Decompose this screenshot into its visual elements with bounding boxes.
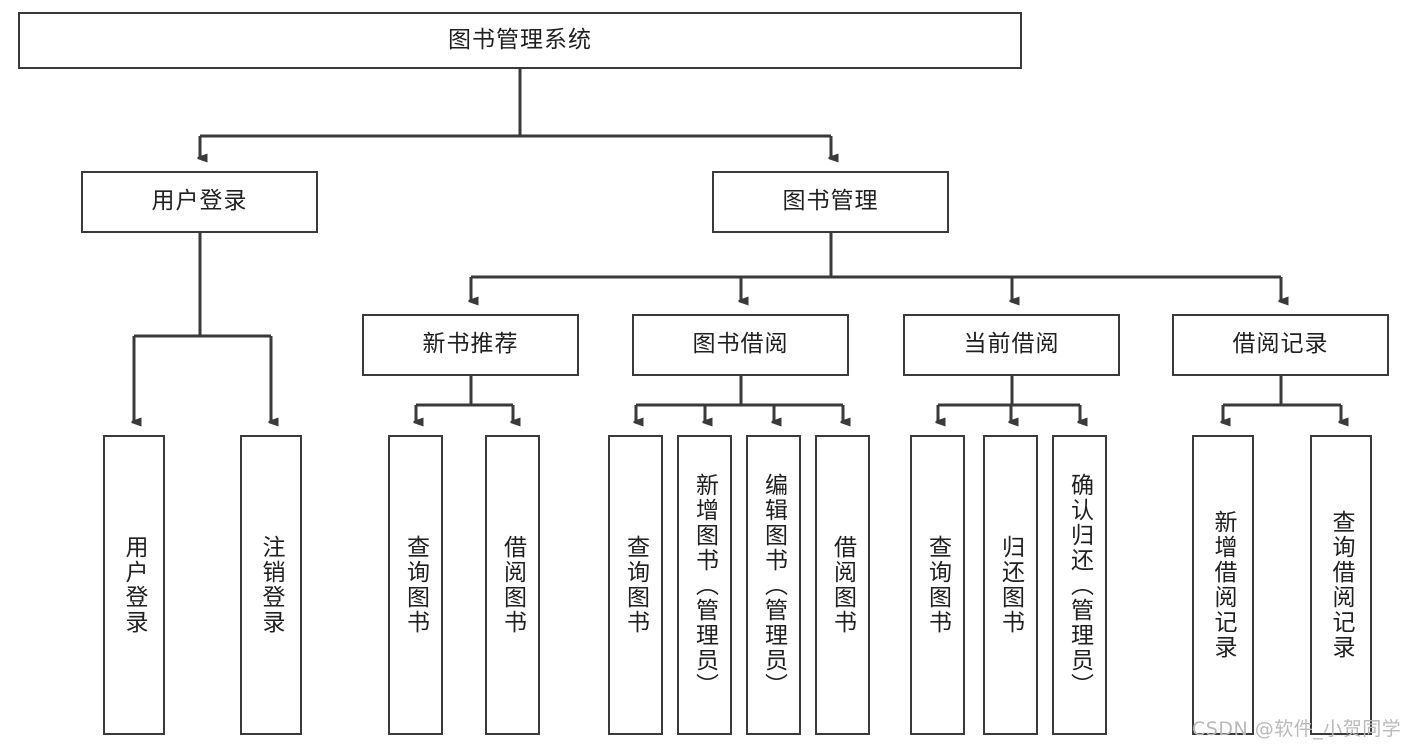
node-leaf-edit-book[interactable]: 编辑图书（管理员） xyxy=(746,435,801,735)
node-book-borrow[interactable]: 图书借阅 xyxy=(632,314,849,376)
node-label: 归还图书 xyxy=(997,535,1024,635)
node-label: 借阅记录 xyxy=(1232,331,1329,358)
node-label: 编辑图书（管理员） xyxy=(760,472,787,698)
node-label: 注销登录 xyxy=(258,535,285,635)
node-leaf-query-book-2[interactable]: 查询图书 xyxy=(608,435,663,735)
node-leaf-query-book-1[interactable]: 查询图书 xyxy=(388,435,443,735)
node-leaf-borrow-book-1[interactable]: 借阅图书 xyxy=(485,435,540,735)
node-leaf-query-record[interactable]: 查询借阅记录 xyxy=(1310,435,1372,735)
node-leaf-borrow-book-2[interactable]: 借阅图书 xyxy=(815,435,870,735)
node-label: 查询借阅记录 xyxy=(1328,510,1355,660)
node-root[interactable]: 图书管理系统 xyxy=(18,12,1022,69)
node-leaf-user-logout[interactable]: 注销登录 xyxy=(240,435,302,735)
node-label: 图书管理 xyxy=(782,188,879,215)
node-book-manage[interactable]: 图书管理 xyxy=(712,171,949,233)
node-new-book-rec[interactable]: 新书推荐 xyxy=(362,314,579,376)
node-leaf-user-login[interactable]: 用户登录 xyxy=(103,435,165,735)
node-label: 查询图书 xyxy=(924,535,951,635)
node-leaf-add-record[interactable]: 新增借阅记录 xyxy=(1192,435,1254,735)
node-label: 图书借阅 xyxy=(692,331,789,358)
node-label: 图书管理系统 xyxy=(448,26,592,53)
node-label: 查询图书 xyxy=(622,535,649,635)
node-label: 借阅图书 xyxy=(499,535,526,635)
node-borrow-record[interactable]: 借阅记录 xyxy=(1172,314,1389,376)
node-label: 当前借阅 xyxy=(963,331,1060,358)
node-user-login[interactable]: 用户登录 xyxy=(81,171,318,233)
node-label: 新增借阅记录 xyxy=(1210,510,1237,660)
node-label: 查询图书 xyxy=(402,535,429,635)
node-label: 用户登录 xyxy=(121,535,148,635)
node-label: 新增图书（管理员） xyxy=(691,472,718,698)
node-label: 用户登录 xyxy=(151,188,248,215)
node-leaf-add-book[interactable]: 新增图书（管理员） xyxy=(677,435,732,735)
node-label: 新书推荐 xyxy=(422,331,519,358)
node-current-borrow[interactable]: 当前借阅 xyxy=(903,314,1120,376)
watermark-label: CSDN @软件_小贺同学 xyxy=(1192,718,1402,740)
node-leaf-confirm-return[interactable]: 确认归还（管理员） xyxy=(1052,435,1107,735)
node-leaf-return-book[interactable]: 归还图书 xyxy=(983,435,1038,735)
node-label: 确认归还（管理员） xyxy=(1066,472,1093,698)
node-label: 借阅图书 xyxy=(829,535,856,635)
node-leaf-query-book-3[interactable]: 查询图书 xyxy=(910,435,965,735)
